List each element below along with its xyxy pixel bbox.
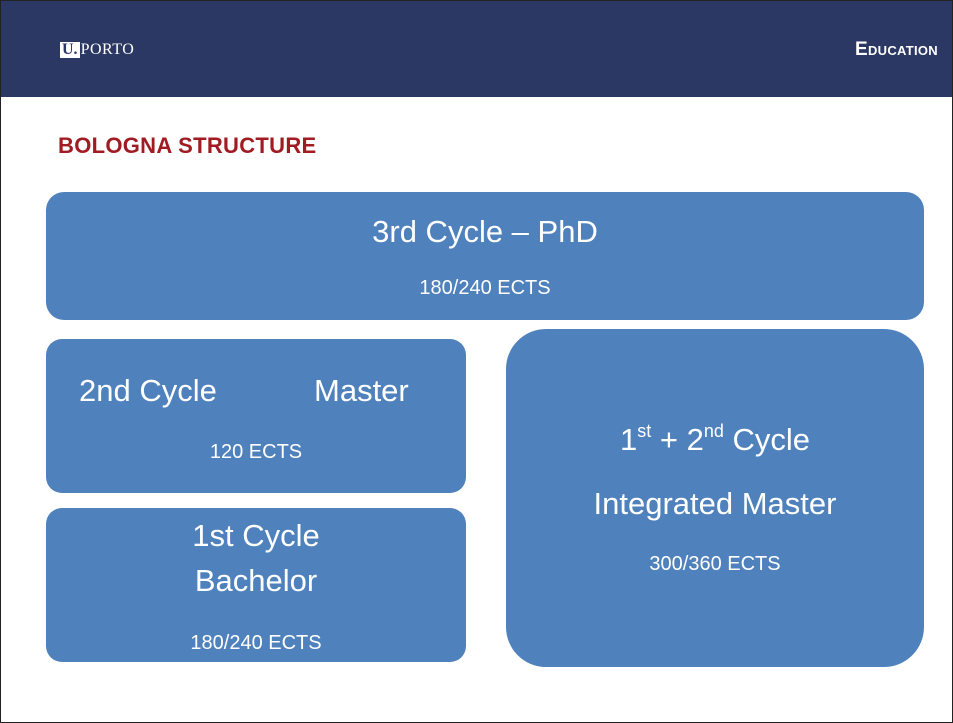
master-cycle-label: 2nd Cycle bbox=[79, 373, 217, 408]
integrated-first-number: 1 bbox=[619, 422, 638, 457]
bachelor-cycle-box: 1st Cycle Bachelor 180/240 ECTS bbox=[46, 508, 466, 662]
bachelor-cycle-label: 1st Cycle bbox=[192, 518, 320, 553]
integrated-cycle-title: 1st + 2nd Cycle bbox=[506, 422, 924, 458]
master-degree-label: Master bbox=[314, 373, 409, 408]
integrated-degree-label: Integrated Master bbox=[593, 486, 837, 521]
page-title: BOLOGNA STRUCTURE bbox=[58, 133, 317, 158]
logo-u-mark: U. bbox=[60, 41, 80, 58]
integrated-first-ordinal: st bbox=[637, 421, 652, 441]
master-cycle-credits: 120 ECTS bbox=[209, 441, 303, 463]
phd-cycle-credits: 180/240 ECTS bbox=[419, 277, 551, 299]
master-cycle-box: 2nd Cycle Master 120 ECTS bbox=[46, 339, 466, 493]
phd-cycle-title: 3rd Cycle – PhD bbox=[372, 214, 598, 249]
logo-porto-text: PORTO bbox=[80, 41, 135, 58]
integrated-second-number: 2 bbox=[686, 422, 704, 457]
integrated-cycle-word: Cycle bbox=[723, 422, 811, 457]
bachelor-cycle-credits: 180/240 ECTS bbox=[190, 632, 322, 654]
integrated-master-box: 1st + 2nd Cycle Integrated Master 300/36… bbox=[506, 329, 924, 667]
uporto-logo: U. PORTO bbox=[60, 42, 134, 58]
phd-cycle-box: 3rd Cycle – PhD 180/240 ECTS bbox=[46, 192, 924, 320]
header-bar: U. PORTO Education bbox=[1, 1, 952, 97]
bachelor-degree-label: Bachelor bbox=[194, 563, 318, 598]
integrated-cycle-credits: 300/360 ECTS bbox=[649, 553, 781, 575]
integrated-plus: + bbox=[651, 422, 687, 457]
section-title: Education bbox=[854, 39, 938, 60]
integrated-second-ordinal: nd bbox=[703, 421, 724, 441]
